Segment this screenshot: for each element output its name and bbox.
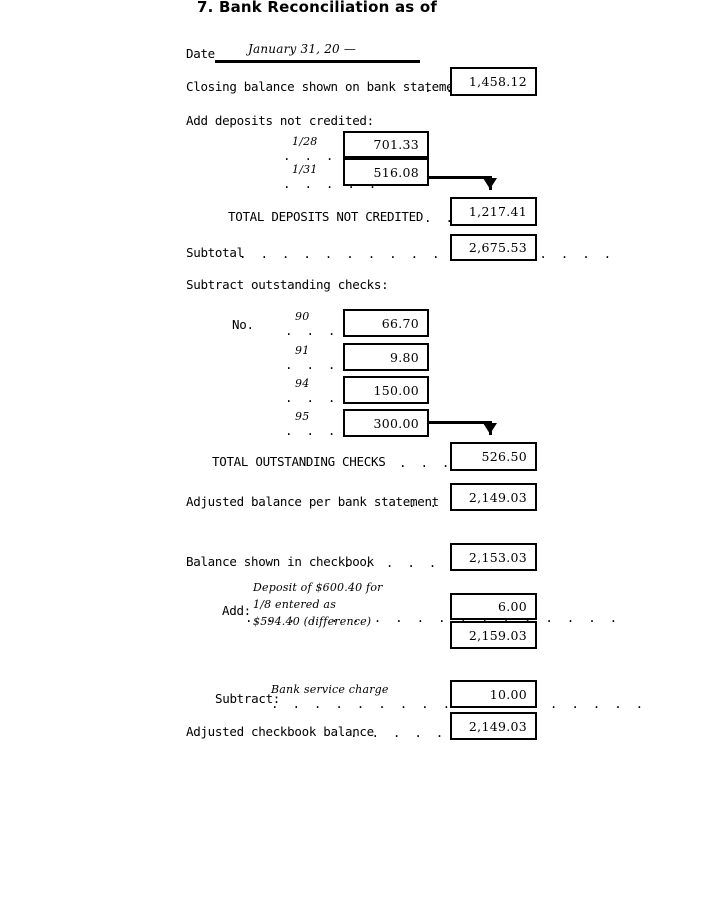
check-amount-1[interactable]: 9.80 bbox=[343, 343, 429, 371]
subtotal-box[interactable]: 2,675.53 bbox=[450, 234, 537, 261]
leader-dots: . . . . . bbox=[399, 457, 496, 469]
leader-dots: . . bbox=[424, 82, 457, 94]
closing-balance-label: Closing balance shown on bank statement bbox=[186, 79, 468, 94]
add-note-line-2[interactable]: 1/8 entered as bbox=[253, 598, 337, 611]
deposit-amount-0[interactable]: 701.33 bbox=[343, 131, 429, 158]
leader-dots: . . . . . bbox=[283, 150, 380, 162]
check-number-1[interactable]: 91 bbox=[295, 344, 310, 357]
leader-dots: . . . . . . . . . bbox=[343, 557, 526, 569]
closing-balance-box[interactable]: 1,458.12 bbox=[450, 67, 537, 96]
leader-dots: . . bbox=[424, 212, 457, 224]
subtotal-label: Subtotal bbox=[186, 245, 244, 260]
date-value[interactable]: January 31, 20 — bbox=[248, 42, 357, 56]
leader-dots: . . . . bbox=[408, 497, 484, 509]
date-underline bbox=[215, 60, 420, 63]
total-checks-box[interactable]: 526.50 bbox=[450, 442, 537, 471]
add-deposits-label: Add deposits not credited: bbox=[186, 113, 374, 128]
subtract-amount-box[interactable]: 10.00 bbox=[450, 680, 537, 708]
adjusted-checkbook-box[interactable]: 2,149.03 bbox=[450, 712, 537, 740]
add-note-line-3[interactable]: $594.40 (difference) bbox=[253, 615, 372, 628]
total-checks-label: TOTAL OUTSTANDING CHECKS bbox=[212, 454, 386, 469]
subtract-checks-label: Subtract outstanding checks: bbox=[186, 277, 389, 292]
adjusted-bank-box[interactable]: 2,149.03 bbox=[450, 483, 537, 511]
deposit-arrow-head bbox=[483, 178, 497, 189]
leader-dots: . . . . . . bbox=[285, 392, 400, 404]
check-amount-0[interactable]: 66.70 bbox=[343, 309, 429, 337]
leader-dots: . . . . . . bbox=[285, 359, 400, 371]
leader-dots: . . . . . . bbox=[285, 325, 400, 337]
check-amount-2[interactable]: 150.00 bbox=[343, 376, 429, 404]
page-title: 7. Bank Reconciliation as of bbox=[197, 0, 438, 16]
checkbook-balance-box[interactable]: 2,153.03 bbox=[450, 543, 537, 571]
checks-arrow-horizontal bbox=[429, 421, 491, 424]
leader-dots: . . . . . . bbox=[285, 425, 400, 437]
check-number-label: No. bbox=[232, 317, 254, 332]
checkbook-balance-label: Balance shown in checkbook bbox=[186, 554, 374, 569]
add-running-total-box[interactable]: 2,159.03 bbox=[450, 621, 537, 649]
adjusted-checkbook-label: Adjusted checkbook balance bbox=[186, 724, 374, 739]
date-label: Date bbox=[186, 46, 215, 61]
leader-dots: . . . . . bbox=[283, 178, 380, 190]
check-amount-3[interactable]: 300.00 bbox=[343, 409, 429, 437]
deposit-date-0[interactable]: 1/28 bbox=[292, 135, 318, 148]
adjusted-bank-label: Adjusted balance per bank statement bbox=[186, 494, 439, 509]
leader-dots: . . . . . . . . . bbox=[350, 727, 533, 739]
add-label: Add: bbox=[222, 603, 251, 618]
checks-arrow-head bbox=[483, 423, 497, 434]
add-amount-box[interactable]: 6.00 bbox=[450, 593, 537, 620]
check-number-0[interactable]: 90 bbox=[295, 310, 310, 323]
deposit-arrow-horizontal bbox=[429, 176, 491, 179]
subtract-label: Subtract: bbox=[215, 691, 281, 706]
leader-dots: . . . . . . . . . . . . . . . . . . bbox=[245, 612, 621, 624]
check-number-3[interactable]: 95 bbox=[295, 410, 310, 423]
leader-dots: . . . . . . . . . . . . . . . . . . bbox=[239, 248, 615, 260]
deposit-amount-1[interactable]: 516.08 bbox=[343, 158, 429, 186]
total-deposits-label: TOTAL DEPOSITS NOT CREDITED bbox=[228, 209, 424, 224]
add-note-line-1[interactable]: Deposit of $600.40 for bbox=[253, 581, 383, 594]
deposit-date-1[interactable]: 1/31 bbox=[292, 163, 318, 176]
check-number-2[interactable]: 94 bbox=[295, 377, 310, 390]
subtract-note[interactable]: Bank service charge bbox=[271, 683, 389, 696]
total-deposits-box[interactable]: 1,217.41 bbox=[450, 197, 537, 226]
